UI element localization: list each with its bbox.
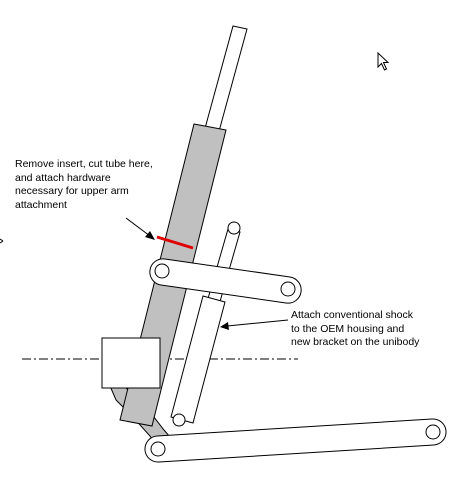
edge-mark: [0, 238, 4, 242]
cut-note-leader-line: [125, 217, 151, 237]
edge-mark-2: [0, 240, 4, 244]
shock-body: [170, 295, 226, 424]
shock-note-line-3: new bracket on the unibody: [291, 336, 420, 348]
lower-control-arm: [144, 418, 447, 463]
lower-arm-outer-pivot: [425, 424, 441, 440]
shock-note-arrowhead: [220, 322, 229, 330]
shock-note-leader-line: [226, 319, 289, 327]
mount-block: [101, 337, 161, 389]
strut-rod: [203, 25, 248, 136]
lower-arm-inner-pivot: [150, 441, 166, 457]
shock-note-line-2: to the OEM housing and: [291, 322, 405, 335]
shock-note: Attach conventional shock to the OEM hou…: [291, 309, 419, 350]
cut-note-arrowhead: [145, 231, 155, 240]
cut-tube-note: Remove insert, cut tube here, and attach…: [15, 158, 153, 212]
shock-top-eye: [227, 221, 241, 235]
cut-tube-note-line-3: necessary for upper arm: [15, 185, 129, 197]
shock-note-line-1: Attach conventional shock: [291, 309, 413, 321]
cut-tube-note-line-1: Remove insert, cut tube here,: [15, 158, 153, 170]
upper-arm-outer-pivot: [280, 281, 296, 297]
cut-line-mark: [156, 235, 194, 250]
upper-arm-inner-pivot: [154, 263, 170, 279]
shock-bottom-eye: [172, 413, 186, 427]
cut-tube-note-line-2: and attach hardware: [15, 171, 111, 184]
upper-control-arm: [149, 258, 302, 304]
mouse-pointer-icon: [377, 52, 390, 71]
cut-tube-note-line-4: attachment: [15, 198, 67, 211]
